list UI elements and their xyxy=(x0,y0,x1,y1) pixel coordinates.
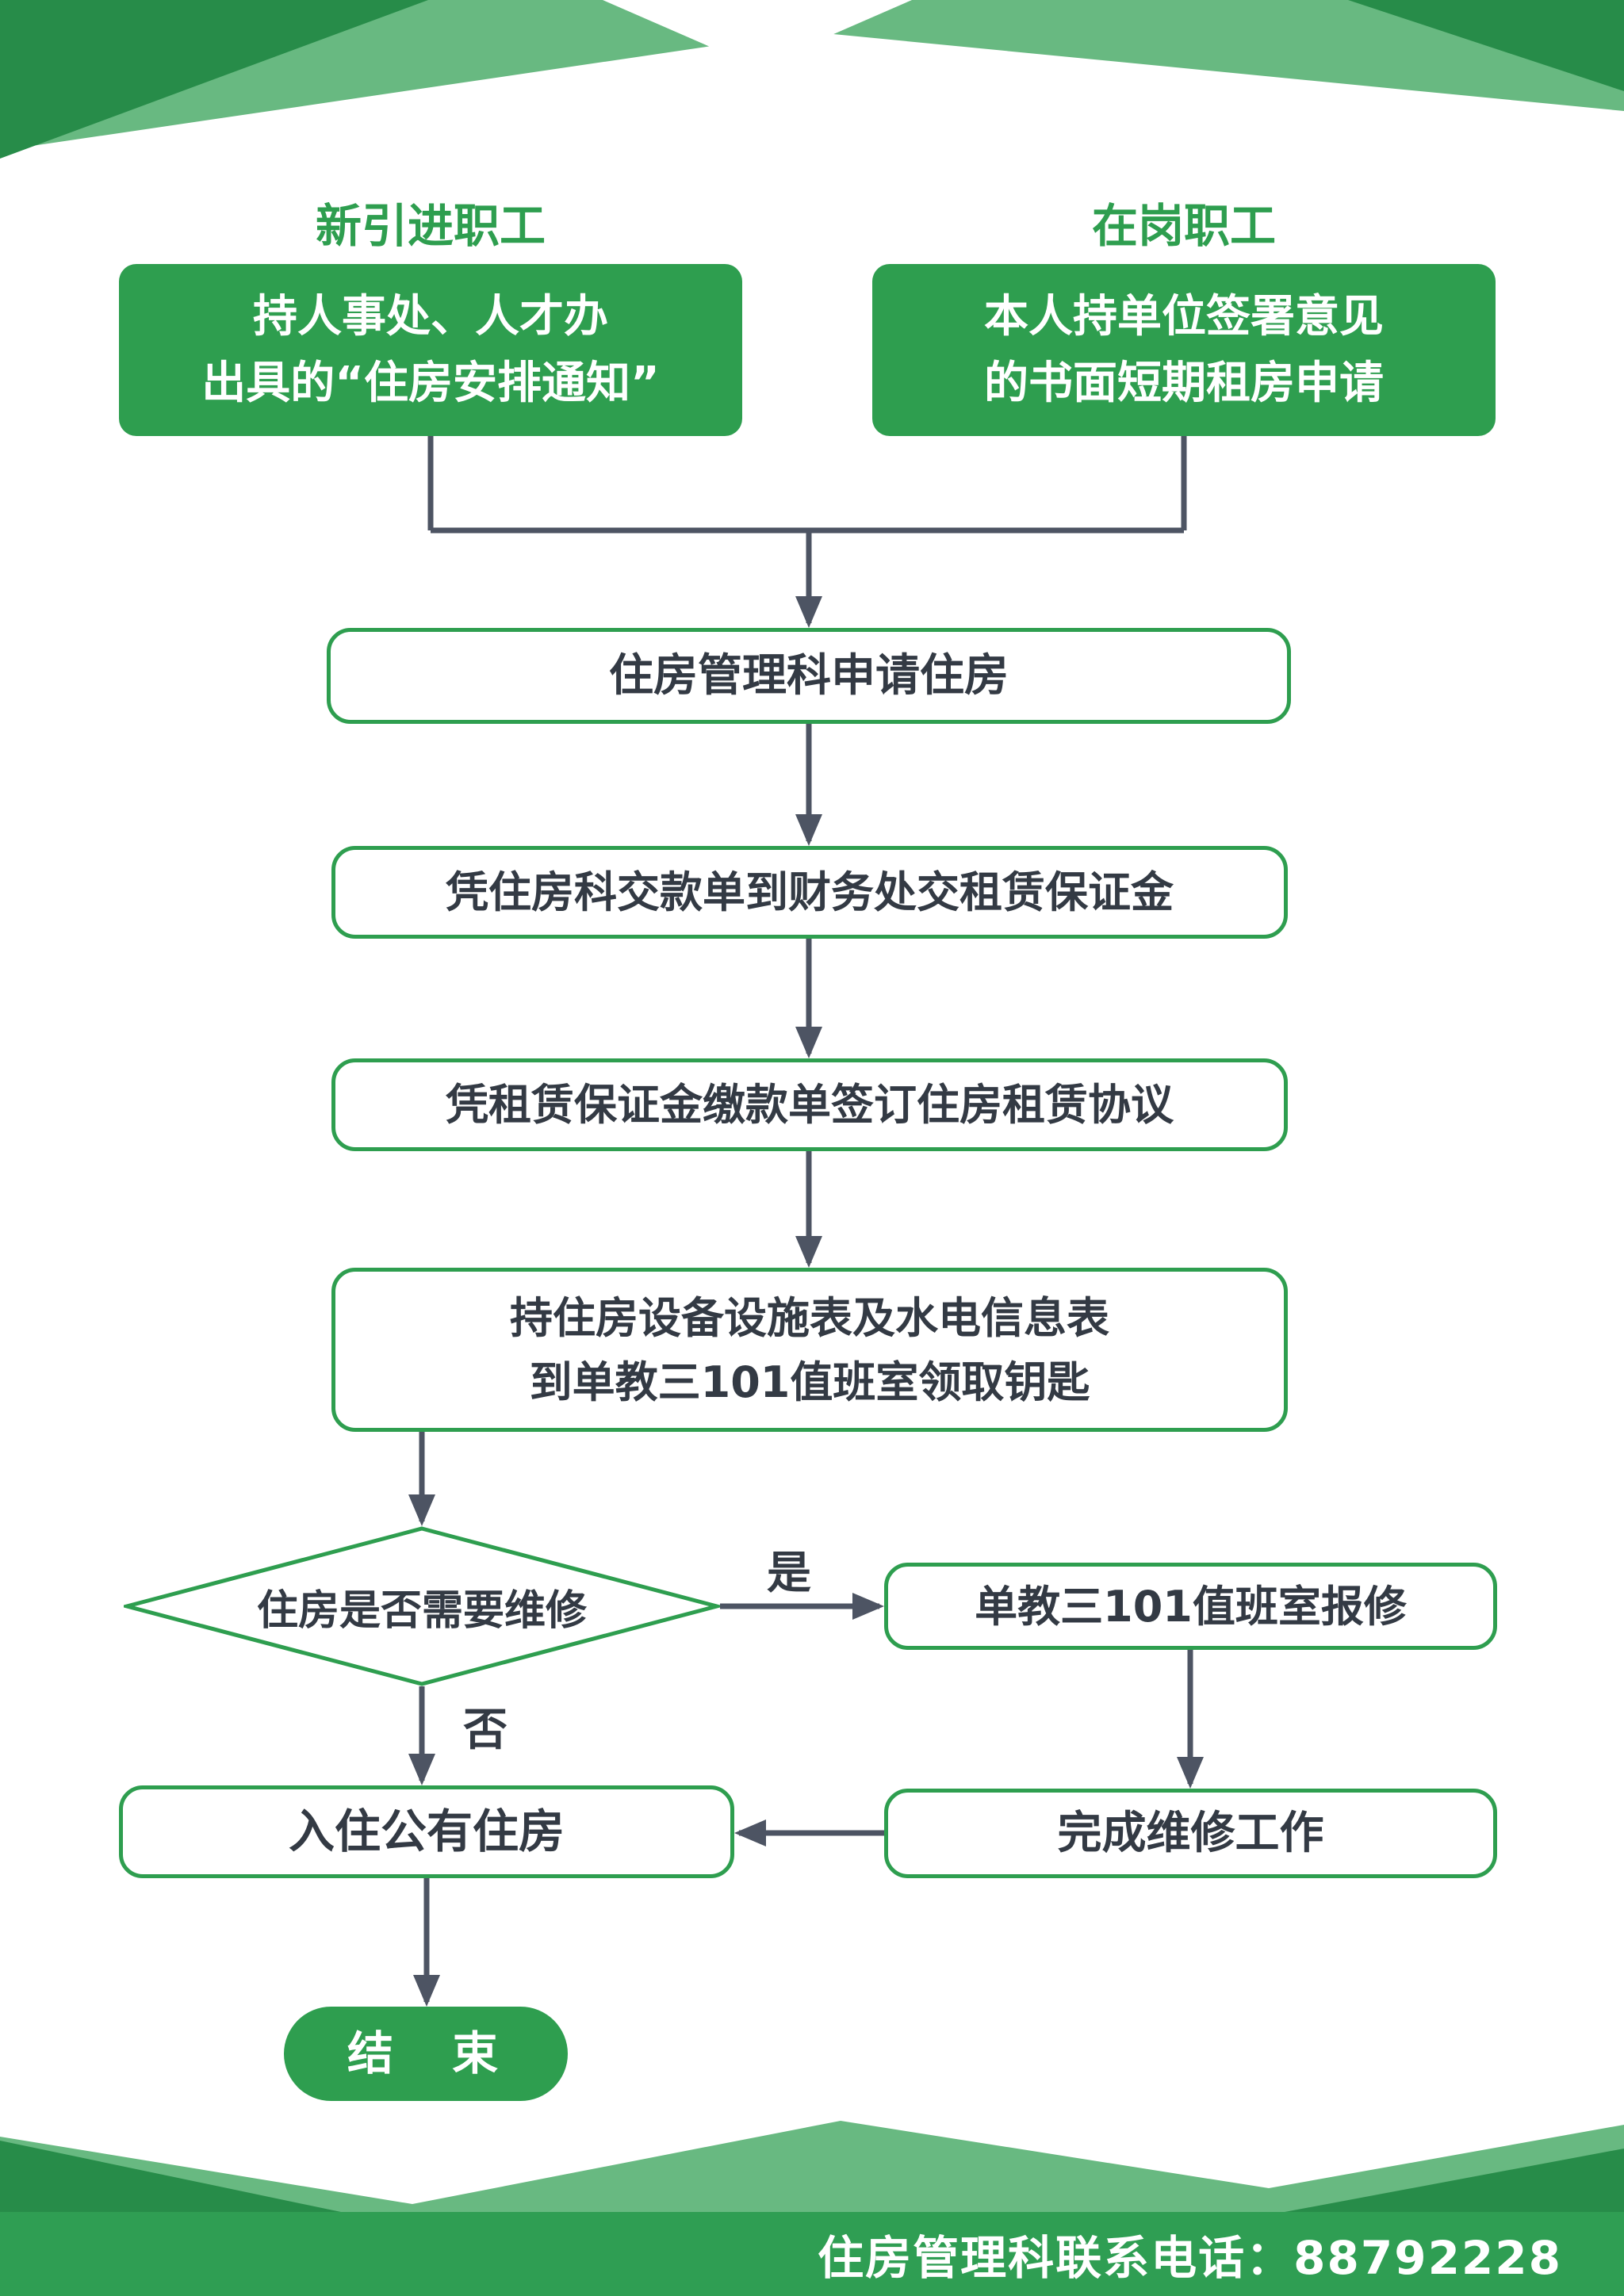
bottom-banner-left-wedge xyxy=(0,2141,341,2212)
node-new-staff-document: 持人事处、人才办 出具的“住房安排通知” xyxy=(119,264,742,436)
top-banner-light-shape xyxy=(0,0,1624,151)
column-header-current-staff: 在岗职工 xyxy=(872,190,1496,254)
bottom-banner-right-wedge xyxy=(1285,2149,1624,2212)
node-get-key: 持住房设备设施表及水电信息表 到单教三101值班室领取钥匙 xyxy=(331,1268,1288,1432)
top-banner-left-wedge xyxy=(0,0,428,159)
node-pay-deposit: 凭住房科交款单到财务处交租赁保证金 xyxy=(331,846,1288,939)
top-banner-notch xyxy=(603,0,912,67)
footer-contact-phone: 住房管理科联系电话：88792228 xyxy=(818,2231,1562,2285)
column-header-current-staff-label: 在岗职工 xyxy=(1091,199,1276,253)
node-move-in: 入住公有住房 xyxy=(119,1785,734,1878)
node-end-label: 结 束 xyxy=(347,2026,504,2080)
node-pay-deposit-label: 凭住房科交款单到财务处交租赁保证金 xyxy=(446,867,1174,917)
top-banner-right-wedge xyxy=(1348,0,1624,91)
edge-label-no: 否 xyxy=(463,1705,508,1756)
node-current-staff-document: 本人持单位签署意见 的书面短期租房申请 xyxy=(872,264,1496,436)
column-header-new-staff-label: 新引进职工 xyxy=(315,199,546,253)
column-header-new-staff: 新引进职工 xyxy=(119,190,742,254)
node-report-repair: 单教三101值班室报修 xyxy=(884,1563,1497,1650)
decision-diamond-shape xyxy=(124,1526,720,1686)
node-finish-repair-label: 完成维修工作 xyxy=(1057,1807,1324,1859)
node-report-repair-label: 单教三101值班室报修 xyxy=(975,1581,1407,1632)
node-apply-housing: 住房管理科申请住房 xyxy=(327,628,1291,724)
node-sign-agreement-label: 凭租赁保证金缴款单签订住房租赁协议 xyxy=(446,1080,1174,1130)
node-end: 结 束 xyxy=(284,2007,568,2101)
node-get-key-line2: 到单教三101值班室领取钥匙 xyxy=(529,1357,1090,1407)
node-move-in-label: 入住公有住房 xyxy=(288,1804,565,1858)
bottom-banner-decoration xyxy=(0,2121,1624,2212)
node-current-staff-document-line1: 本人持单位签署意见 xyxy=(984,290,1384,342)
node-new-staff-document-line2: 出具的“住房安排通知” xyxy=(201,357,660,409)
node-get-key-line1: 持住房设备设施表及水电信息表 xyxy=(510,1292,1109,1343)
top-banner-decoration xyxy=(0,0,1624,159)
node-new-staff-document-line1: 持人事处、人才办 xyxy=(253,290,608,342)
footer-band: 住房管理科联系电话：88792228 xyxy=(0,2212,1624,2296)
edge-label-yes: 是 xyxy=(767,1548,811,1599)
node-current-staff-document-line2: 的书面短期租房申请 xyxy=(984,357,1384,409)
bottom-banner-light-shape xyxy=(0,2121,1624,2212)
node-need-repair-decision: 住房是否需要维修 xyxy=(124,1526,720,1686)
node-apply-housing-label: 住房管理科申请住房 xyxy=(609,649,1009,702)
node-finish-repair: 完成维修工作 xyxy=(884,1789,1497,1878)
node-need-repair-label: 住房是否需要维修 xyxy=(256,1586,587,1635)
node-sign-agreement: 凭租赁保证金缴款单签订住房租赁协议 xyxy=(331,1058,1288,1151)
